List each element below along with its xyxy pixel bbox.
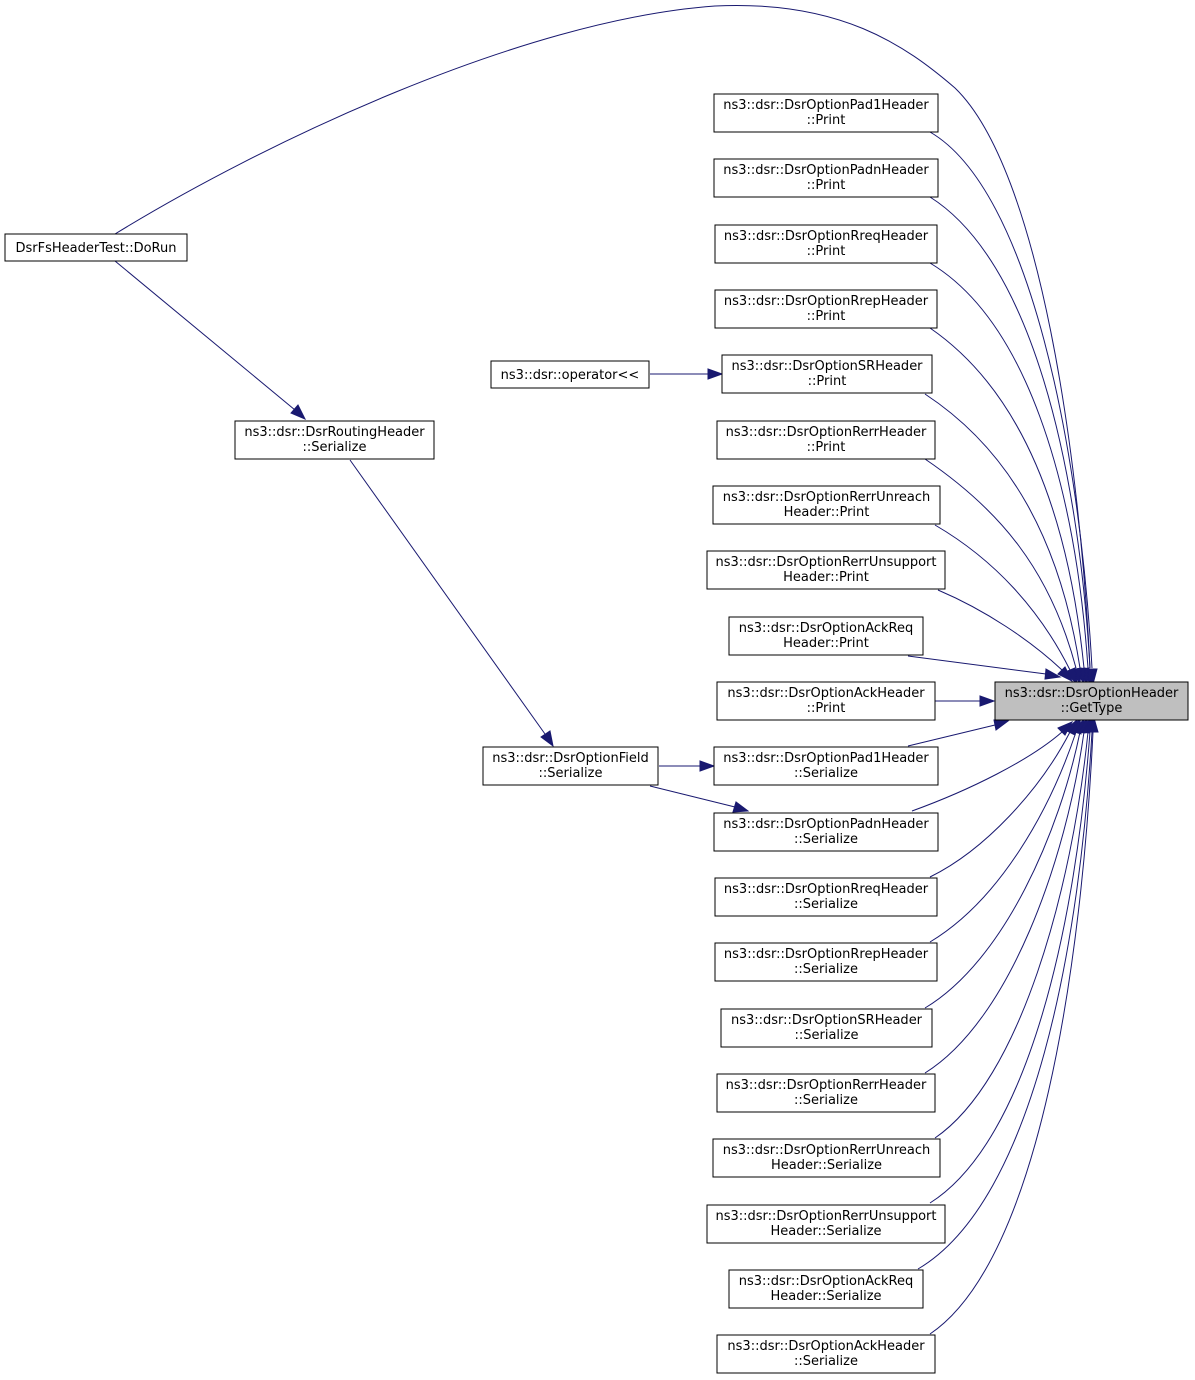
node-rreq-header-serialize[interactable]: ns3::dsr::DsrOptionRreqHeader ::Serializ…	[714, 877, 938, 917]
node-label-line1: ns3::dsr::DsrOptionHeader	[1005, 686, 1179, 701]
node-label-line2: ::Serialize	[794, 832, 858, 847]
node-label-line2: ::Print	[807, 309, 846, 324]
node-label-line2: Header::Print	[783, 570, 869, 585]
node-sr-header-serialize[interactable]: ns3::dsr::DsrOptionSRHeader ::Serialize	[720, 1008, 933, 1048]
node-label-line2: ::Serialize	[795, 1028, 859, 1043]
edge-pad1-print-to-root	[929, 131, 1098, 686]
node-label-line2: ::Serialize	[794, 1354, 858, 1369]
node-rerr-unreach-header-serialize[interactable]: ns3::dsr::DsrOptionRerrUnreach Header::S…	[712, 1138, 941, 1178]
node-label-line1: ns3::dsr::DsrOptionAckReq	[739, 1274, 914, 1289]
node-label-line2: ::Serialize	[303, 440, 367, 455]
node-label-line1: ns3::dsr::DsrOptionAckHeader	[727, 1339, 925, 1354]
node-label-line2: ::Print	[807, 178, 846, 193]
node-sr-header-print[interactable]: ns3::dsr::DsrOptionSRHeader ::Print	[721, 354, 933, 394]
edge-rrep-print-to-root	[929, 327, 1090, 686]
edge-ack-serialize-to-root	[929, 716, 1099, 1335]
node-label-line1: ns3::dsr::DsrOptionPadnHeader	[723, 817, 929, 832]
node-label-line1: ns3::dsr::DsrOptionRerrHeader	[726, 1078, 927, 1093]
node-label-line1: ns3::dsr::DsrRoutingHeader	[244, 425, 425, 440]
node-label-line2: Header::Serialize	[770, 1224, 881, 1239]
node-ackreq-header-serialize[interactable]: ns3::dsr::DsrOptionAckReq Header::Serial…	[728, 1269, 924, 1309]
node-option-field-serialize[interactable]: ns3::dsr::DsrOptionField ::Serialize	[482, 746, 659, 786]
edge-pad1-serialize-to-root	[907, 719, 1010, 747]
node-label-line2: ::Serialize	[794, 897, 858, 912]
node-dsrfsheadertest-dorun[interactable]: DsrFsHeaderTest::DoRun	[4, 233, 188, 262]
node-label-line2: ::Print	[807, 113, 846, 128]
node-pad1-header-serialize[interactable]: ns3::dsr::DsrOptionPad1Header ::Serializ…	[713, 746, 939, 786]
node-rerr-header-print[interactable]: ns3::dsr::DsrOptionRerrHeader ::Print	[716, 420, 936, 460]
node-label-line1: ns3::dsr::DsrOptionSRHeader	[731, 1013, 923, 1028]
node-pad1-header-print[interactable]: ns3::dsr::DsrOptionPad1Header ::Print	[713, 93, 939, 133]
node-label-line1: ns3::dsr::DsrOptionRerrUnreach	[723, 490, 931, 505]
edge-field-serialize-to-padn-serialize	[649, 785, 750, 813]
node-label-line2: ::Serialize	[794, 1093, 858, 1108]
edge-dorun-to-routing-serialize	[114, 260, 307, 420]
node-label-line2: ::Serialize	[794, 962, 858, 977]
node-label-line1: ns3::dsr::DsrOptionRerrUnreach	[723, 1143, 931, 1158]
edge-sr-serialize-to-root	[924, 716, 1086, 1009]
node-label-line2: ::Serialize	[539, 766, 603, 781]
node-label-line1: ns3::dsr::DsrOptionAckReq	[739, 621, 914, 636]
node-padn-header-print[interactable]: ns3::dsr::DsrOptionPadnHeader ::Print	[713, 158, 939, 198]
node-option-header-gettype[interactable]: ns3::dsr::DsrOptionHeader ::GetType	[994, 681, 1189, 721]
node-routing-header-serialize[interactable]: ns3::dsr::DsrRoutingHeader ::Serialize	[234, 420, 435, 460]
node-dsr-operator[interactable]: ns3::dsr::operator<<	[490, 360, 650, 389]
node-label-line1: ns3::dsr::DsrOptionRreqHeader	[724, 229, 929, 244]
node-label-line2: ::Print	[807, 701, 846, 716]
edge-rreq-serialize-to-root	[929, 718, 1078, 878]
edge-ackreq-print-to-root	[907, 655, 1062, 680]
node-label-line1: ns3::dsr::DsrOptionRreqHeader	[724, 882, 929, 897]
node-label-line2: ::GetType	[1061, 701, 1123, 716]
node-label-line1: ns3::dsr::DsrOptionSRHeader	[731, 359, 923, 374]
node-label-line2: Header::Serialize	[771, 1158, 882, 1173]
edge-rerr-serialize-to-root	[924, 716, 1090, 1074]
node-label-line1: ns3::dsr::DsrOptionRerrHeader	[726, 425, 927, 440]
edge-rerr-unsupport-serialize-to-root	[929, 716, 1096, 1204]
node-ack-header-serialize[interactable]: ns3::dsr::DsrOptionAckHeader ::Serialize	[716, 1334, 936, 1374]
node-label-line1: ns3::dsr::DsrOptionPadnHeader	[723, 163, 929, 178]
node-label-line1: ns3::dsr::DsrOptionRrepHeader	[724, 947, 929, 962]
node-rerr-header-serialize[interactable]: ns3::dsr::DsrOptionRerrHeader ::Serializ…	[716, 1073, 936, 1113]
node-label-line1: ns3::dsr::DsrOptionRrepHeader	[724, 294, 929, 309]
node-rreq-header-print[interactable]: ns3::dsr::DsrOptionRreqHeader ::Print	[714, 224, 938, 264]
node-label-line2: ::Print	[808, 374, 847, 389]
node-label-line1: DsrFsHeaderTest::DoRun	[16, 241, 177, 256]
node-rrep-header-print[interactable]: ns3::dsr::DsrOptionRrepHeader ::Print	[714, 289, 938, 329]
node-ackreq-header-print[interactable]: ns3::dsr::DsrOptionAckReq Header::Print	[728, 616, 924, 656]
edge-rerr-unreach-print-to-root	[934, 524, 1078, 686]
edge-rrep-serialize-to-root	[929, 716, 1082, 943]
edge-rreq-print-to-root	[929, 262, 1094, 686]
edge-dorun-to-root	[114, 4, 1097, 686]
node-label-line1: ns3::dsr::operator<<	[501, 368, 640, 383]
node-label-line2: ::Serialize	[794, 766, 858, 781]
node-label-line1: ns3::dsr::DsrOptionPad1Header	[723, 98, 929, 113]
edge-operator-to-sr-print	[650, 368, 724, 380]
node-rerr-unsupport-header-serialize[interactable]: ns3::dsr::DsrOptionRerrUnsupport Header:…	[706, 1204, 946, 1244]
edge-rerr-print-to-root	[924, 458, 1082, 686]
node-label-line2: ::Print	[807, 440, 846, 455]
node-rerr-unsupport-header-print[interactable]: ns3::dsr::DsrOptionRerrUnsupport Header:…	[706, 550, 946, 590]
edge-field-serialize-to-pad1-serialize	[659, 760, 716, 772]
node-label-line1: ns3::dsr::DsrOptionField	[492, 751, 648, 766]
node-label-line2: Header::Print	[783, 636, 869, 651]
node-label-line1: ns3::dsr::DsrOptionAckHeader	[727, 686, 925, 701]
edge-routing-serialize-to-field-serialize	[349, 459, 554, 748]
edge-rerr-unsupport-print-to-root	[937, 589, 1074, 683]
node-label-line2: Header::Print	[784, 505, 870, 520]
edge-rerr-unreach-serialize-to-root	[934, 716, 1094, 1139]
node-ack-header-print[interactable]: ns3::dsr::DsrOptionAckHeader ::Print	[716, 681, 936, 721]
node-rrep-header-serialize[interactable]: ns3::dsr::DsrOptionRrepHeader ::Serializ…	[714, 942, 938, 982]
edge-ack-print-to-root	[935, 695, 996, 707]
node-label-line2: ::Print	[807, 244, 846, 259]
node-label-line2: Header::Serialize	[770, 1289, 881, 1304]
node-label-line1: ns3::dsr::DsrOptionRerrUnsupport	[715, 1209, 936, 1224]
node-label-line1: ns3::dsr::DsrOptionPad1Header	[723, 751, 929, 766]
node-rerr-unreach-header-print[interactable]: ns3::dsr::DsrOptionRerrUnreach Header::P…	[712, 485, 941, 525]
node-padn-header-serialize[interactable]: ns3::dsr::DsrOptionPadnHeader ::Serializ…	[713, 812, 939, 852]
edge-padn-print-to-root	[929, 196, 1096, 686]
node-label-line1: ns3::dsr::DsrOptionRerrUnsupport	[715, 555, 936, 570]
